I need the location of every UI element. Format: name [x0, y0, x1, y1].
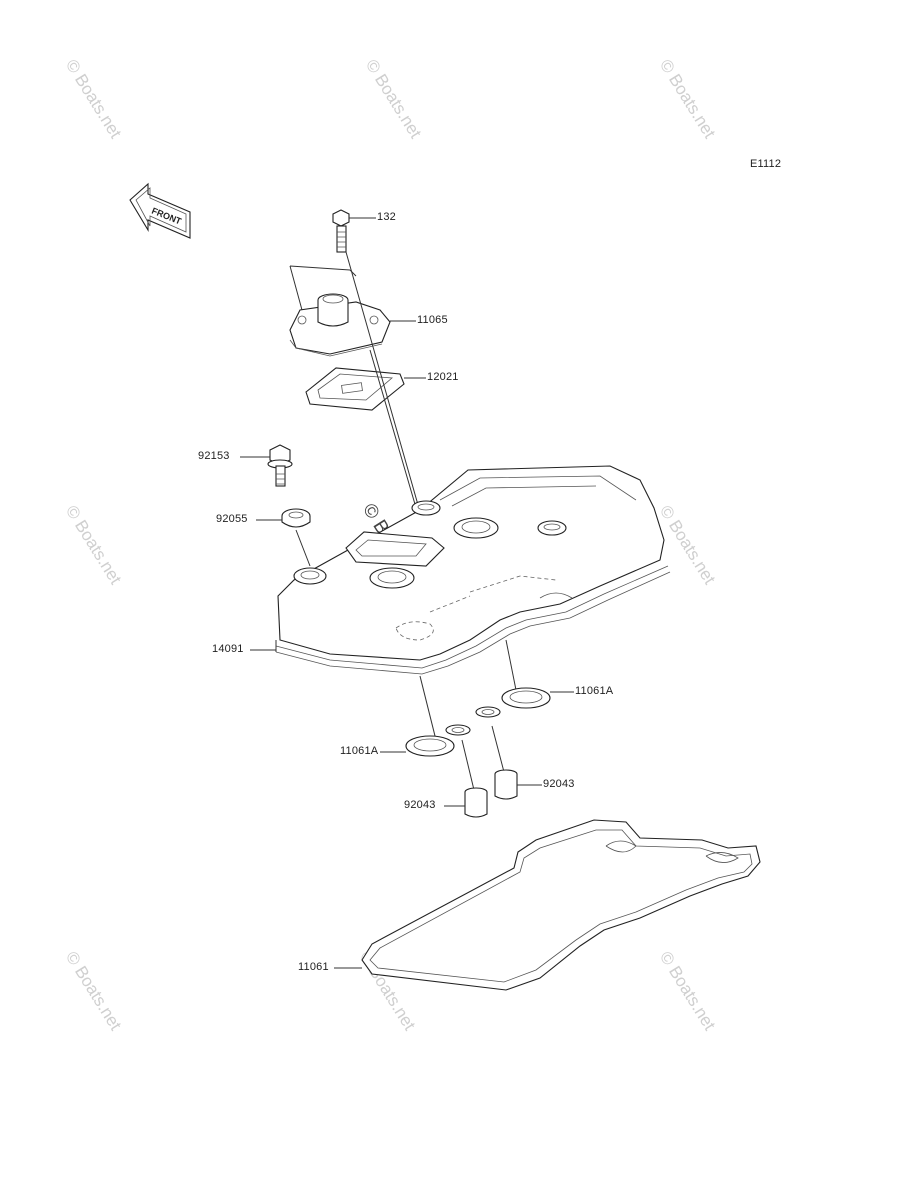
diagram-code: E1112: [750, 158, 782, 170]
callout-92043-right: 92043: [543, 778, 575, 790]
callout-11061A-left: 11061A: [340, 745, 379, 757]
callout-12021: 12021: [427, 371, 459, 383]
callout-11061: 11061: [298, 961, 329, 973]
cylinder-head-cover-14091: [275, 465, 671, 675]
plug-seal-11061A-left: [405, 724, 471, 757]
bolt-92153: [267, 444, 293, 487]
breather-cap-11065: [289, 293, 391, 357]
gasket-12021: [305, 367, 405, 411]
dowel-pin-92043-right: [494, 769, 518, 800]
front-arrow-icon: FRONT: [129, 182, 191, 239]
callout-92153: 92153: [198, 450, 230, 462]
callout-14091: 14091: [212, 643, 244, 655]
grommet-92055: [281, 508, 311, 528]
callout-92055: 92055: [216, 513, 248, 525]
bolt-132: [332, 209, 350, 253]
plug-seal-11061A-right: [475, 687, 551, 718]
head-cover-gasket-11061: [361, 819, 761, 991]
dowel-pin-92043-left: [464, 787, 488, 818]
callout-11061A-right: 11061A: [575, 685, 614, 697]
callout-92043-left: 92043: [404, 799, 436, 811]
callout-11065: 11065: [417, 314, 448, 326]
callout-132: 132: [377, 211, 396, 223]
